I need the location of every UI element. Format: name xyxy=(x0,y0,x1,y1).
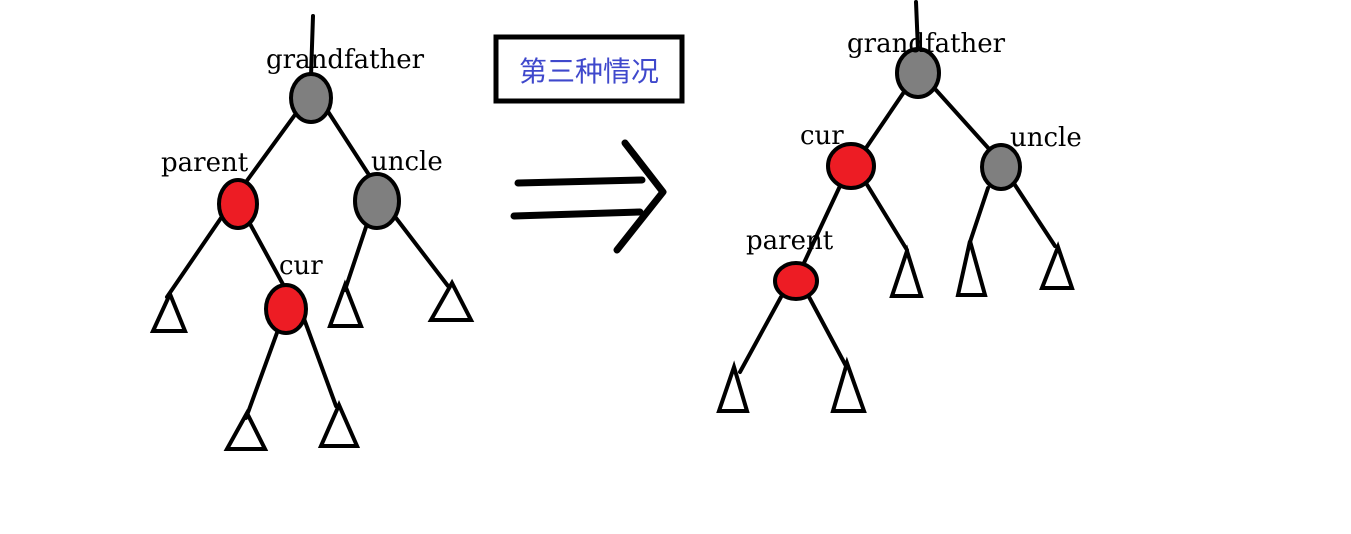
after-subtree-triangle xyxy=(1039,241,1075,290)
before-label-uncle: uncle xyxy=(371,147,443,177)
before-subtree-triangle xyxy=(149,288,188,333)
before-tree xyxy=(149,14,475,451)
before-label-parent: parent xyxy=(161,148,249,178)
before-node-cur xyxy=(264,283,308,335)
after-edge-cur-parent xyxy=(801,184,842,267)
after-edge-parent-left xyxy=(738,295,783,374)
before-subtree-triangle xyxy=(327,279,364,328)
before-edge-gf-parent xyxy=(244,110,299,184)
before-edge-uncle-right xyxy=(394,216,450,288)
after-subtree-triangle xyxy=(955,240,988,297)
after-node-uncle xyxy=(980,143,1022,191)
after-node-cur xyxy=(826,142,876,190)
before-edge-cur-right xyxy=(301,314,338,408)
after-edge-cur-right xyxy=(864,181,909,252)
before-edge-parent-cur xyxy=(247,220,287,290)
after-label-cur: cur xyxy=(800,121,844,151)
after-edge-uncle-right xyxy=(1011,180,1057,248)
after-edge-gf-uncle xyxy=(934,88,992,152)
before-subtree-triangle xyxy=(223,408,269,451)
case-title-text: 第三种情况 xyxy=(519,55,659,88)
after-edge-root-in xyxy=(914,0,920,52)
case-title-box: 第三种情况 xyxy=(493,34,685,104)
before-label-cur: cur xyxy=(279,251,323,281)
before-subtree-triangle xyxy=(427,278,475,322)
after-edge-uncle-left xyxy=(968,186,990,244)
before-subtree-triangle xyxy=(317,400,361,448)
after-subtree-triangle xyxy=(889,244,924,298)
after-node-parent xyxy=(773,261,819,301)
after-label-uncle: uncle xyxy=(1010,123,1082,153)
before-edge-cur-left xyxy=(244,328,280,420)
before-node-uncle xyxy=(353,172,401,230)
after-tree xyxy=(716,0,1075,413)
after-label-parent: parent xyxy=(746,226,834,256)
before-label-grandfather: grandfather xyxy=(266,45,425,75)
after-node-grandfather xyxy=(895,47,941,99)
before-node-grandfather xyxy=(289,72,333,124)
double-arrow-right-icon xyxy=(510,139,667,254)
after-subtree-triangle xyxy=(716,360,750,413)
before-edge-parent-left xyxy=(165,216,223,299)
before-edge-gf-uncle xyxy=(325,108,373,180)
after-edge-gf-cur xyxy=(864,90,906,150)
before-node-parent xyxy=(217,178,259,230)
after-subtree-triangle xyxy=(830,356,867,413)
before-edge-uncle-left xyxy=(343,222,369,292)
after-label-grandfather: grandfather xyxy=(847,29,1006,59)
before-edge-root-in xyxy=(309,14,315,78)
after-edge-parent-right xyxy=(806,293,848,368)
